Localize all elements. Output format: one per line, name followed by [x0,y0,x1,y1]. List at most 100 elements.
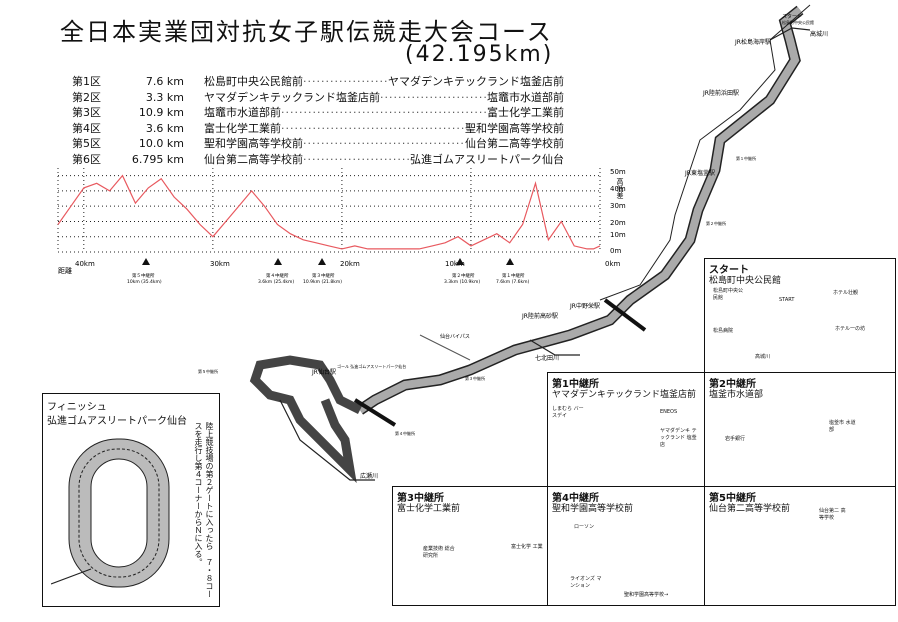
leg-to: 富士化学工業前 [487,106,564,120]
course-map: スタート 松島町中央公民館 JR松島海岸駅 JR陸前浜田駅 JR東塩釜駅 JR中… [198,4,828,484]
relay-panel-1: 第1中継所 ヤマダデンキテックランド塩釜店前 しまむら バースデイ ENEOS … [547,372,706,488]
leg-from: 仙台第二高等学校前 [204,152,303,166]
panel-label: 産業技術 総合研究所 [423,546,455,559]
y-tick-label: 50m [610,168,626,176]
panel-title: 第5中継所 [709,493,756,504]
map-relay-tag: 第４中継所 [395,430,415,436]
finish-title: フィニッシュ [47,402,107,413]
relay-marker-label: 第３中継所 [312,272,335,279]
leg-km: 3.3 km [145,90,184,104]
panel-label: 岩手銀行 [725,436,746,442]
map-start-label: スタート [782,13,802,20]
relay-panel-3: 第3中継所 富士化学工業前 産業技術 総合研究所 富士化学 工業 [392,486,549,606]
relay-marker-label: 第２中継所 [452,272,475,279]
station-label: JR松島海岸駅 [734,38,771,46]
map-relay-tag: 第２中継所 [706,220,726,226]
river-label: 高城川 [810,30,828,38]
y-tick-labels: 50m 40m 30m 20m 10m 0m [610,168,626,255]
x-tick-labels: 40km 30km 20km 10km 0km [75,260,621,268]
station-label: JR陸前浜田駅 [702,89,739,97]
panel-label: 松島病院 [713,328,734,334]
relay-marker-sub: 10.9km (21.8km) [303,279,342,285]
y-tick-label: 30m [610,202,626,210]
chart-ylabel: 高低差 [616,177,624,199]
panel-label: 高城川 [755,354,771,360]
entry-arrow-icon [51,568,92,585]
x-tick-label: 0km [605,260,621,268]
leg-from: 塩竈市水道部前 [204,106,281,120]
station-label: JR中野栄駅 [569,302,600,310]
relay-panel-5: 第5中継所 仙台第二高等学校前 仙台第二 高等学校 [704,486,896,606]
panel-label: ライオンズ マンション [570,576,602,589]
leg-name: 第3区 [72,106,101,120]
leg-from: 聖和学園高等学校前 [204,137,303,151]
leg-km: 10.9 km [138,106,184,120]
panel-label: START [779,297,795,303]
coastline [599,4,811,301]
relay-marker-label: 第４中継所 [266,272,289,279]
course-distance: (42.195km) [405,42,554,67]
x-tick-label: 10km [445,260,465,268]
leg-from: 富士化学工業前 [204,121,281,135]
river-line [279,399,375,481]
leg-name: 第4区 [72,121,101,135]
road-label: 仙台バイパス [440,333,470,340]
panel-sub: 仙台第二高等学校前 [709,504,791,514]
relay-marker-icon [142,258,150,265]
station-label: JR東塩釜駅 [684,169,715,177]
panel-label: 聖和学園高等学校→ [624,592,669,598]
river-line [529,339,580,356]
panel-title: 第3中継所 [397,493,444,504]
relay-panel-2: 第2中継所 塩釜市水道部 岩手銀行 塩釜市 水道部 [704,372,896,488]
panel-sub: 塩釜市水道部 [709,390,764,400]
rail-crossing-icon [353,398,397,427]
panel-label: しまむら バースデイ [552,406,584,419]
leg-km: 3.6 km [145,121,184,135]
leg-km: 10.0 km [138,137,184,151]
leg-to: 塩竈市水道部前 [487,90,564,104]
panel-title: スタート [709,265,749,276]
river-label: 七北田川 [535,354,559,362]
leg-km: 6.795 km [131,152,184,166]
panel-sub: ヤマダデンキテックランド塩釜店前 [552,390,697,400]
panel-label: ホテル壮観 [833,290,859,296]
river-line [769,27,811,41]
start-panel: スタート 松島町中央公民館 松島町中央公民館 ホテル壮観 START ホテル一の… [704,258,896,374]
relay-marker-sub: 3.6km (25.4km) [258,279,294,285]
x-tick-label: 40km [75,260,95,268]
leg-name: 第2区 [72,90,101,104]
map-start-sub: 松島町中央公民館 [782,19,814,25]
relay-marker-icon [456,258,464,265]
page-title: 全日本実業団対抗女子駅伝競走大会コース [60,18,553,46]
y-tick-label: 20m [610,219,626,227]
panel-sub: 聖和学園高等学校前 [552,504,634,514]
panel-label: 富士化学 工業 [511,544,543,550]
stadium-track [51,438,170,588]
panel-label: ローソン [574,524,595,530]
leg-from: ヤマダデンキテックランド塩釜店前 [204,90,380,104]
finish-sub: 弘進ゴムアスリートパーク仙台 [47,416,187,427]
station-label: JR陸前高砂駅 [521,312,558,320]
x-tick-label: 20km [340,260,360,268]
finish-note: 陸上競技場の第２ゲートに入ったら ７・８コースを走行し第４コーナーからＮに入る。 [194,422,214,598]
panel-title: 第2中継所 [709,379,756,390]
rail-crossing-icon [603,298,647,332]
leg-name: 第5区 [72,137,101,151]
y-tick-label: 10m [610,231,626,239]
river-label: 広瀬川 [360,472,378,480]
panel-sub: 富士化学工業前 [397,504,461,514]
relay-markers: 第５中継所 10km (35.4km) 第４中継所 3.6km (25.4km)… [127,258,529,285]
leg-name: 第6区 [72,152,101,166]
leg-to: ヤマダデンキテックランド塩釜店前 [388,75,564,88]
relay-panel-4: 第4中継所 聖和学園高等学校前 ローソン ライオンズ マンション 聖和学園高等学… [547,486,706,606]
y-tick-label: 40m [610,185,626,193]
leg-km: 7.6 km [145,75,184,88]
relay-marker-sub: 7.6km (7.6km) [496,279,529,285]
y-tick-label: 0m [610,247,621,255]
leg-to: 仙台第二高等学校前 [465,137,564,151]
